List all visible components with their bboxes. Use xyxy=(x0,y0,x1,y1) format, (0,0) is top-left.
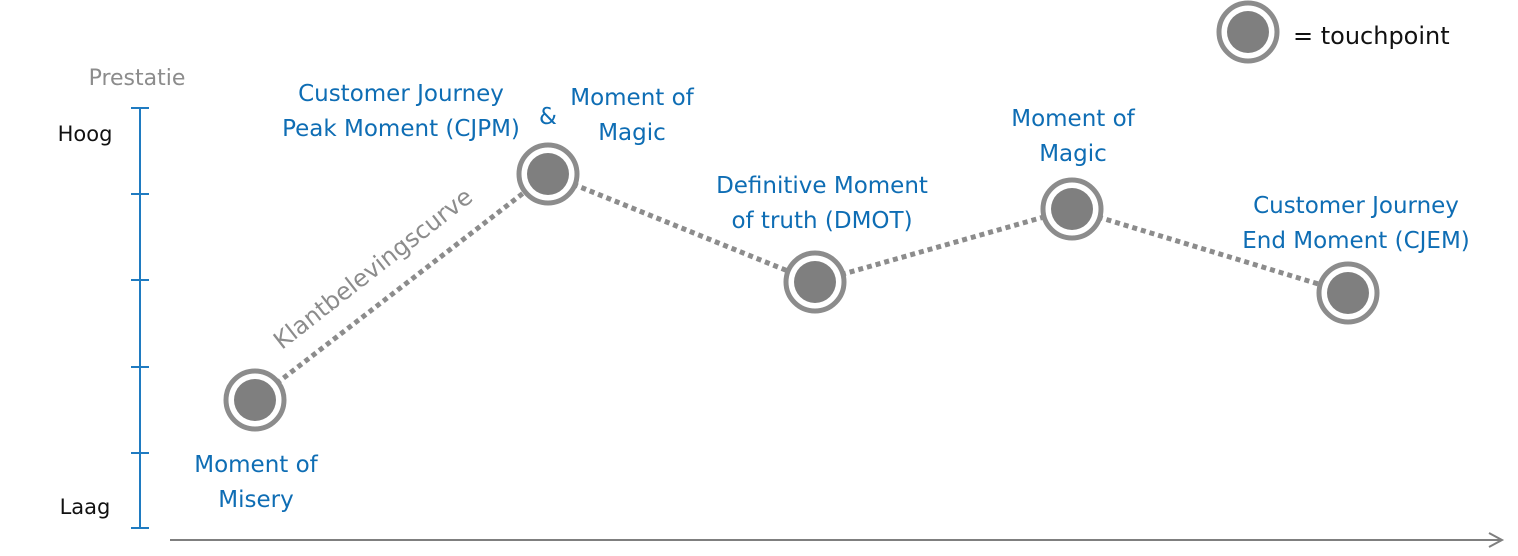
touchpoint-labels: Moment of Misery Customer Journey Peak M… xyxy=(194,81,1470,513)
y-axis: Prestatie Hoog Laag xyxy=(58,66,186,529)
legend-label: = touchpoint xyxy=(1293,22,1450,50)
legend: = touchpoint xyxy=(1216,0,1450,64)
curve-label: Klantbelevingscurve xyxy=(268,182,478,354)
touchpoint-label-magic: Moment of xyxy=(1011,106,1135,132)
y-axis-high-label: Hoog xyxy=(58,122,113,146)
touchpoints xyxy=(223,142,1380,432)
y-axis-title: Prestatie xyxy=(89,66,186,91)
touchpoint-label-dmot: of truth (DMOT) xyxy=(731,208,912,234)
legend-touchpoint-icon xyxy=(1216,0,1280,64)
touchpoint-label-cjpm: Customer Journey xyxy=(298,81,504,107)
touchpoint-label-connector: & xyxy=(539,104,557,130)
curve-segment xyxy=(547,171,816,285)
touchpoint-cjpm xyxy=(516,142,580,206)
x-axis xyxy=(170,532,1505,548)
touchpoint-dmot xyxy=(783,250,847,314)
touchpoint-misery xyxy=(223,368,287,432)
touchpoint-label-cjpm: Peak Moment (CJPM) xyxy=(282,116,520,142)
curve-segment xyxy=(1071,206,1349,296)
touchpoint-label-magic-peak: Moment of xyxy=(570,85,694,111)
touchpoint-label-cjem: Customer Journey xyxy=(1253,193,1459,219)
touchpoint-label-misery: Moment of xyxy=(194,452,318,478)
touchpoint-label-cjem: End Moment (CJEM) xyxy=(1242,228,1470,254)
curve-segment xyxy=(253,172,550,402)
touchpoint-label-misery: Misery xyxy=(218,487,293,513)
touchpoint-label-magic: Magic xyxy=(1039,141,1107,167)
arrow-right-icon xyxy=(1488,532,1505,548)
touchpoint-label-magic-peak: Magic xyxy=(598,120,666,146)
experience-curve xyxy=(253,171,1349,402)
touchpoint-label-dmot: Definitive Moment xyxy=(716,173,928,199)
y-axis-low-label: Laag xyxy=(60,495,111,519)
touchpoint-magic xyxy=(1040,177,1104,241)
touchpoint-cjem xyxy=(1316,261,1380,325)
